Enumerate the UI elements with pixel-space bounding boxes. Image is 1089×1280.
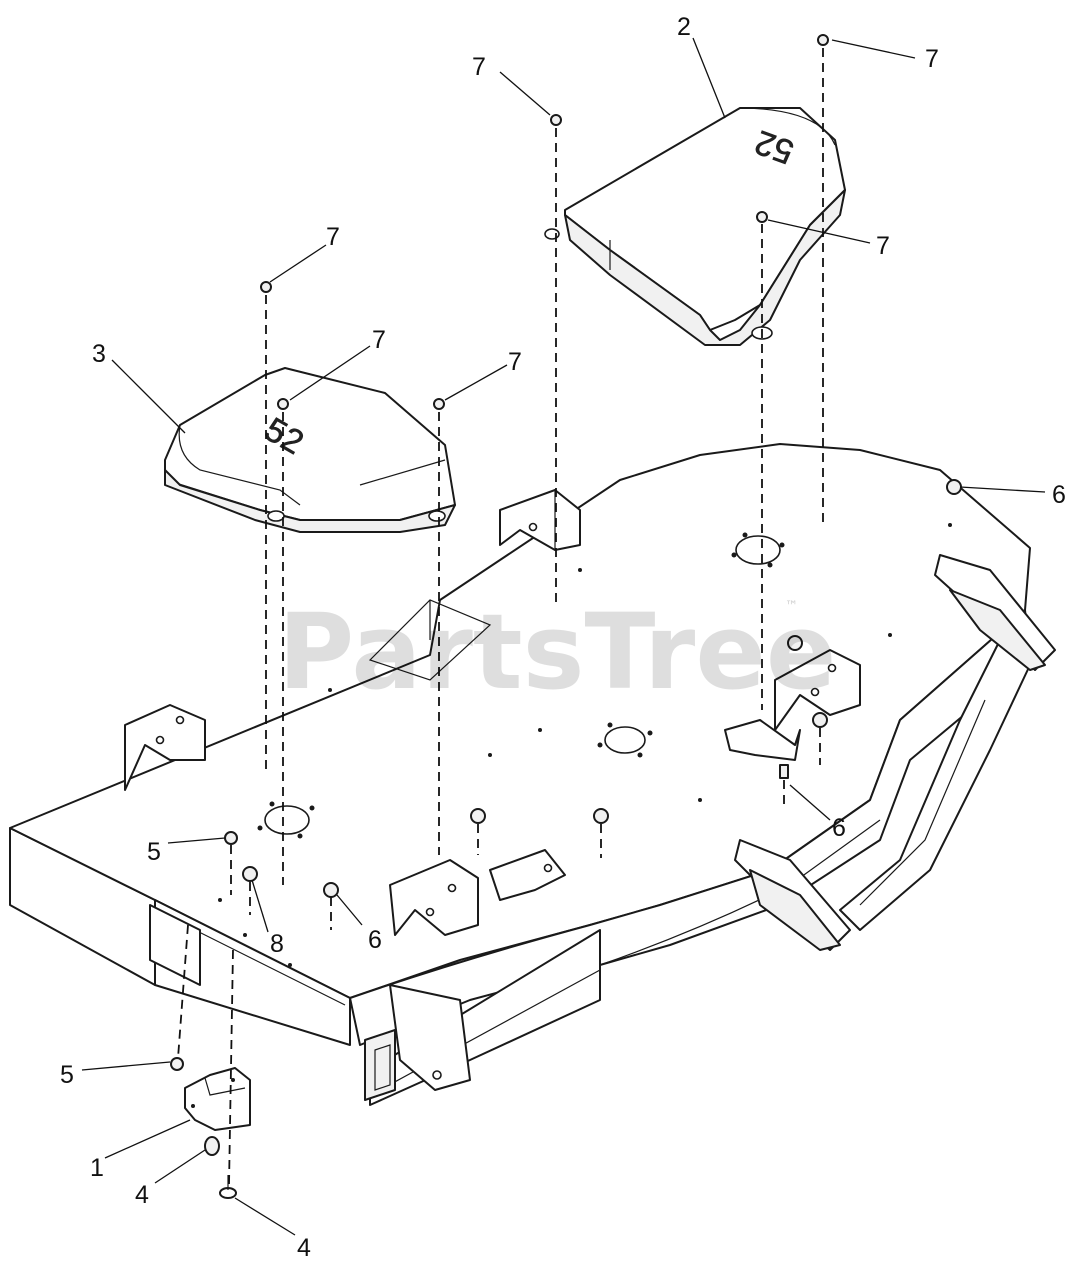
fasteners [224,34,962,898]
deck-brackets [124,489,861,936]
callout-6: 6 [832,814,846,842]
belt-cover-left: 52 [164,367,456,533]
callout-7: 7 [876,232,890,260]
callout-7: 7 [508,348,522,376]
spindle-bolt-holes [218,523,952,967]
watermark-trademark: ™ [785,599,798,614]
callout-7: 7 [326,223,340,251]
callout-2: 2 [677,13,691,41]
leader-lines [81,37,1046,1236]
callout-5: 5 [60,1061,74,1089]
callout-6: 6 [368,926,382,954]
callout-8: 8 [270,930,284,958]
callout-7: 7 [472,53,486,81]
callout-4: 4 [135,1181,149,1209]
watermark-text: PartsTree [278,591,836,713]
callout-7: 7 [372,326,386,354]
belt-cover-right: 52 [544,107,846,346]
callout-6: 6 [1052,481,1066,509]
callout-1: 1 [90,1154,104,1182]
callout-7: 7 [925,45,939,73]
mower-deck [9,443,1056,1106]
callout-5: 5 [147,838,161,866]
assembly-lines [177,48,824,1186]
callout-4: 4 [297,1234,311,1262]
callout-3: 3 [92,340,106,368]
callout-labels: 2 7 7 7 7 7 7 3 6 6 6 5 5 8 1 4 4 [60,13,1066,1262]
part-1-bracket [170,1057,251,1199]
